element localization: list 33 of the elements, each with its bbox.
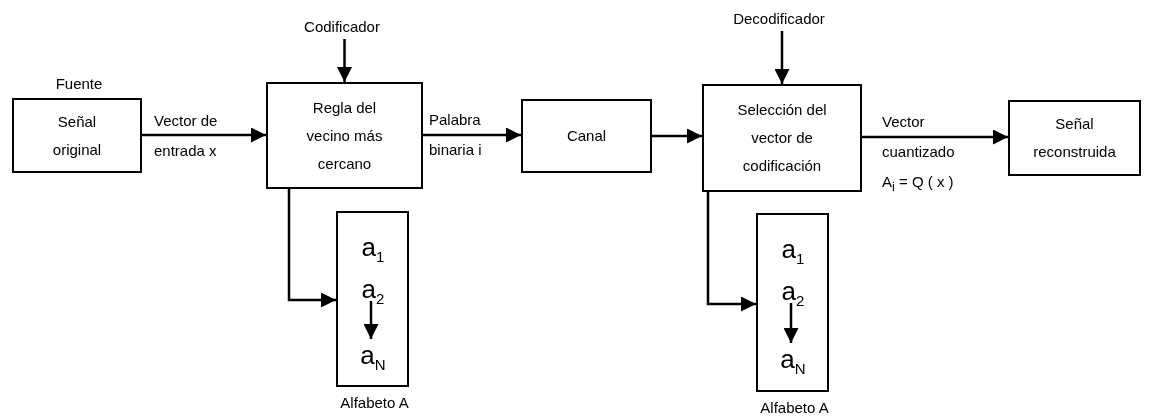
edge-label: Palabra binaria i xyxy=(429,110,483,160)
symbol-label: a$_{2}$ xyxy=(360,275,386,310)
arrow xyxy=(652,128,702,144)
box-text: Regla del vecino más cercano xyxy=(305,97,384,174)
text-label: Decodificador xyxy=(732,9,826,29)
box-text: Selección del vector de codificación xyxy=(736,100,828,176)
symbol-label: a$_{1}$ xyxy=(780,235,806,270)
box-text: Señal reconstruida xyxy=(1032,114,1117,162)
edge-label: Vector cuantizado A$_{i}$ = Q ( x ) xyxy=(882,112,956,196)
arrow xyxy=(862,129,1008,145)
box-text: Canal xyxy=(565,126,608,146)
process-box xyxy=(266,82,423,189)
arrow xyxy=(337,39,352,82)
process-box xyxy=(1008,100,1141,176)
arrow xyxy=(363,301,379,339)
arrow xyxy=(706,192,756,312)
arrow xyxy=(783,303,799,343)
symbol-label: a$_{2}$ xyxy=(780,277,806,312)
node-label: Alfabeto A xyxy=(759,398,830,417)
arrow xyxy=(142,127,266,143)
arrow xyxy=(423,127,521,143)
process-box xyxy=(521,99,652,173)
arrow xyxy=(287,189,336,308)
symbol-label: a$_{1}$ xyxy=(360,233,386,268)
process-box xyxy=(702,84,862,192)
symbol-label: a$_{N}$ xyxy=(359,341,387,376)
text-label: Codificador xyxy=(303,17,381,37)
arrow xyxy=(774,31,790,84)
box-text: Señal original xyxy=(51,111,103,160)
node-label: Alfabeto A xyxy=(339,393,410,413)
symbol-label: a$_{N}$ xyxy=(779,345,807,380)
edge-label: Vector de entrada x xyxy=(154,111,219,161)
node-label: Fuente xyxy=(54,74,104,94)
